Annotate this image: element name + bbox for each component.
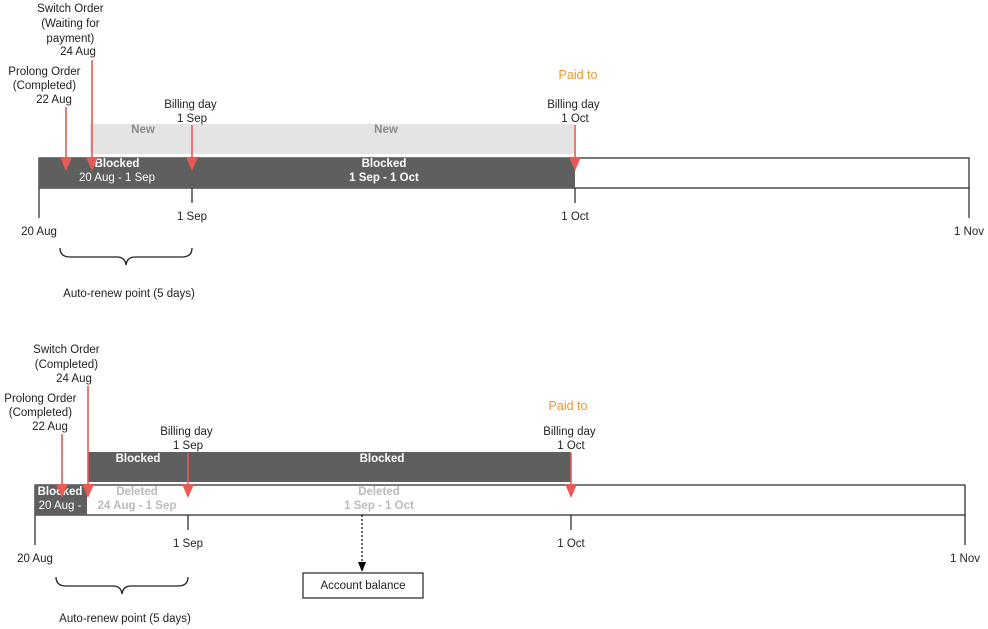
bottom-billing-day-1-label: Billing day 1 Sep [160,426,216,452]
bottom-blocked-upper-band [88,452,571,482]
top-new-label-1: New [131,124,155,136]
top-auto-renew-label: Auto-renew point (5 days) [63,288,195,300]
account-balance-label: Account balance [320,580,405,592]
bottom-deleted-range-2: 1 Sep - 1 Oct [344,500,414,512]
top-paid-to-label: Paid to [559,68,598,82]
top-new-band [90,124,574,154]
top-blocked-range-1: 20 Aug - 1 Sep [79,172,155,184]
bottom-auto-renew-brace [55,576,189,595]
bottom-arrow-billing-1 [182,453,194,498]
top-arrow-prolong [60,107,72,171]
top-blocked-range-2: 1 Sep - 1 Oct [349,172,419,184]
bottom-deleted-label-1: Deleted [116,486,158,498]
top-blocked-segment [39,158,575,188]
top-arrow-switch [86,60,98,171]
top-billing-day-1-label: Billing day 1 Sep [164,99,220,125]
bottom-tick-label-1oct: 1 Oct [557,538,585,550]
bottom-deleted-range-1: 24 Aug - 1 Sep [98,500,177,512]
bottom-blocked-upper-label-2: Blocked [360,453,405,465]
bottom-refund-arrow [358,515,366,572]
top-switch-order-label: Switch Order (Waiting for payment) 24 Au… [37,3,107,58]
bottom-paid-to-label: Paid to [549,399,588,413]
top-tick-label-1nov: 1 Nov [954,226,984,238]
bottom-arrow-billing-2 [565,453,577,498]
bottom-deleted-label-2: Deleted [358,486,400,498]
bottom-blocked-upper-label-1: Blocked [116,453,161,465]
top-timeline: New New Blocked 20 Aug - 1 Sep Blocked 1… [8,3,984,300]
top-arrow-billing-2 [569,125,581,171]
top-auto-renew-brace [59,247,193,266]
bottom-tick-label-1nov: 1 Nov [950,553,980,565]
bottom-billing-day-2-label: Billing day 1 Oct [543,426,599,452]
top-blocked-label-2: Blocked [362,158,407,170]
top-prolong-order-label: Prolong Order (Completed) 22 Aug [8,66,83,106]
bottom-tick-label-20aug: 20 Aug [17,553,53,565]
top-tick-label-1sep: 1 Sep [177,211,207,223]
bottom-tick-label-1sep: 1 Sep [173,538,203,550]
bottom-switch-order-label: Switch Order (Completed) 24 Aug [33,344,103,385]
top-tick-label-1oct: 1 Oct [561,211,589,223]
bottom-arrow-switch [82,386,94,498]
top-blocked-label-1: Blocked [95,158,140,170]
top-tick-label-20aug: 20 Aug [21,226,57,238]
bottom-prolong-order-label: Prolong Order (Completed) 22 Aug [4,393,79,433]
top-new-label-2: New [374,124,398,136]
bottom-blocked-small-range: 20 Aug - [39,500,82,512]
top-arrow-billing-1 [186,125,198,171]
bottom-timeline: Blocked Blocked Blocked 20 Aug - Deleted… [4,344,980,625]
bottom-arrow-prolong [56,434,68,498]
top-billing-day-2-label: Billing day 1 Oct [547,99,603,125]
account-balance-box [302,572,424,599]
bottom-auto-renew-label: Auto-renew point (5 days) [59,613,191,625]
